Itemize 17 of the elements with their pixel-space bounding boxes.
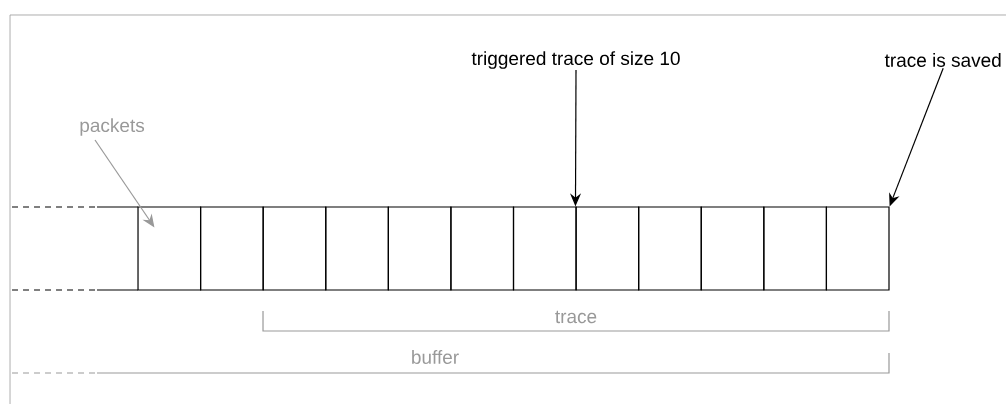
- buffer-cell: [700, 206, 765, 291]
- buffer-cell: [387, 206, 452, 291]
- buffer-cell: [137, 206, 202, 291]
- buffer-cell: [825, 206, 890, 291]
- buffer-cell: [200, 206, 264, 291]
- buffer-cell: [638, 206, 702, 291]
- buffer-cell: [575, 206, 640, 291]
- buffer-cell: [325, 206, 389, 291]
- annotation-text: trace is saved: [884, 53, 1001, 67]
- buffer-cell: [763, 206, 827, 291]
- buffer-cell: [512, 206, 577, 291]
- bracket-label: buffer: [412, 350, 459, 364]
- buffer-cell: [450, 206, 515, 291]
- annotation-text: triggered trace of size 10: [471, 51, 680, 69]
- buffer-cell: [262, 206, 327, 291]
- annotation-text: packets: [80, 118, 145, 136]
- bracket-label: trace: [555, 310, 597, 324]
